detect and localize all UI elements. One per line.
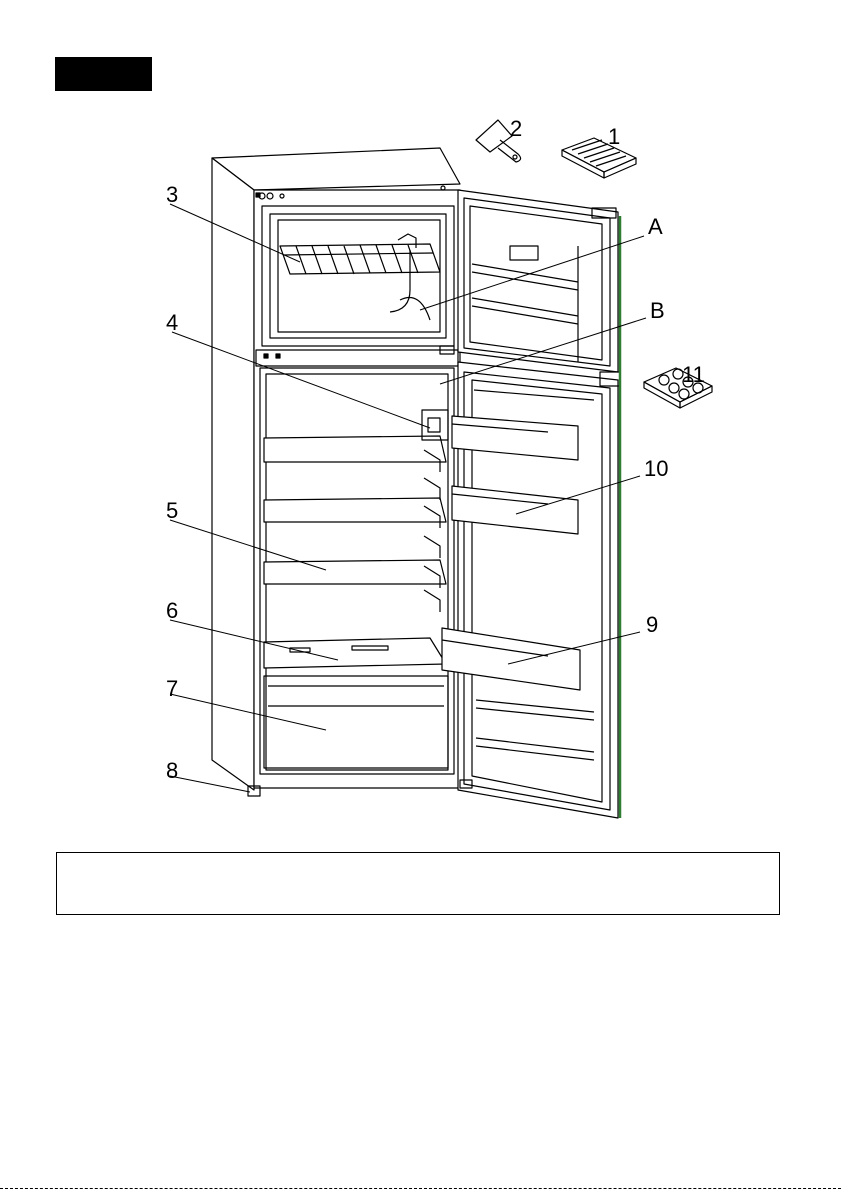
callout-8: 8 <box>166 758 178 783</box>
callout-1: 1 <box>608 124 620 149</box>
fridge-door <box>442 362 620 818</box>
callout-5: 5 <box>166 498 178 523</box>
ice-tray <box>562 138 636 178</box>
callout-A: A <box>648 214 663 239</box>
callout-10: 10 <box>644 456 668 481</box>
callout-2: 2 <box>510 116 522 141</box>
callout-B: B <box>650 298 665 323</box>
callout-9: 9 <box>646 612 658 637</box>
footer-dashed-rule <box>0 1188 841 1189</box>
note-box <box>56 852 780 915</box>
callout-7: 7 <box>166 676 178 701</box>
freezer-door <box>458 190 618 372</box>
fridge-diagram: 1 2 3 4 5 6 7 8 9 10 11 A B <box>0 0 841 840</box>
callout-6: 6 <box>166 598 178 623</box>
callout-3: 3 <box>166 182 178 207</box>
callout-4: 4 <box>166 310 178 335</box>
callout-11: 11 <box>682 362 705 387</box>
